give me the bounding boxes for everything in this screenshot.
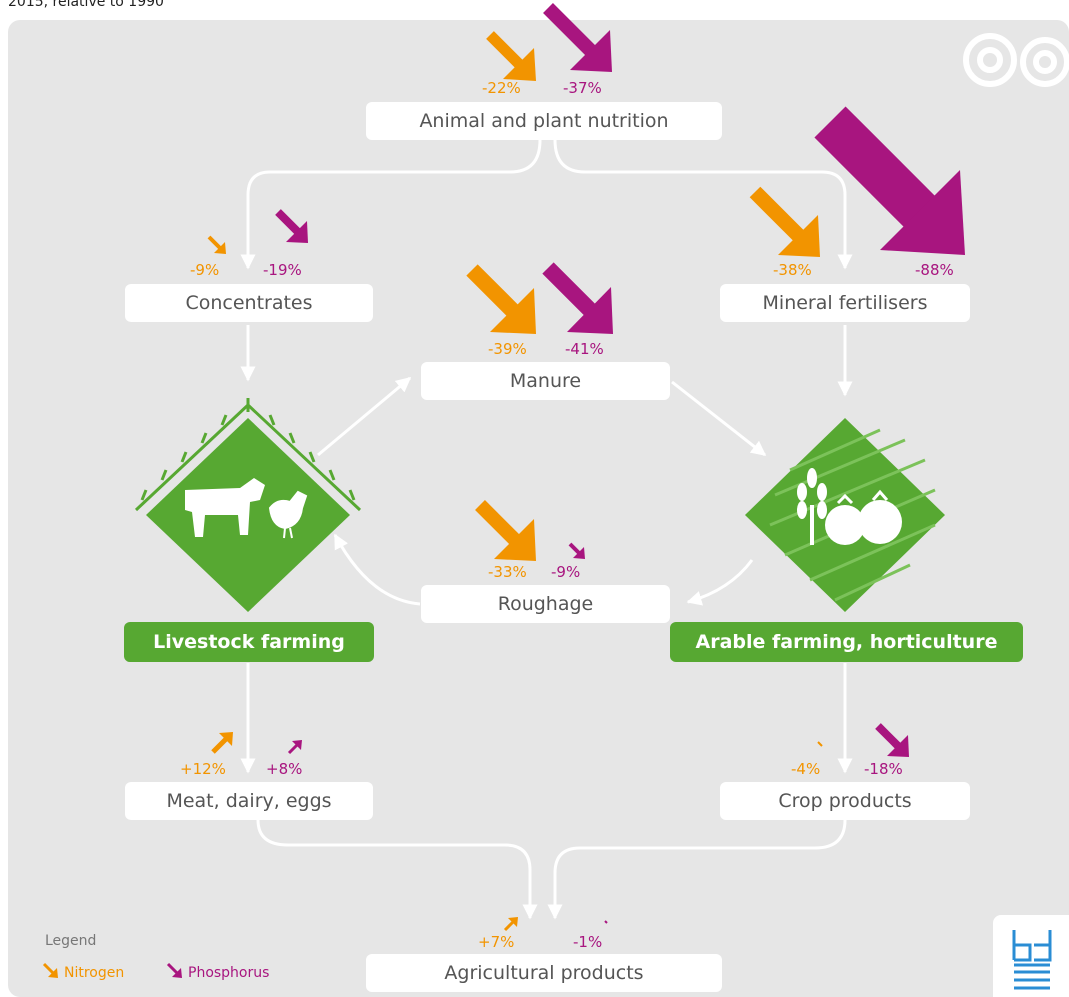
node-concentrates: Concentrates <box>125 284 373 322</box>
phosphorus-arrow-concentrates <box>275 209 308 243</box>
cbs-logo <box>1012 930 1052 990</box>
phosphorus-arrow-manure <box>542 262 613 334</box>
phosphorus-change-mineral: -88% <box>915 261 954 279</box>
nitrogen-change-meat: +12% <box>180 760 226 778</box>
nitrogen-change-concentrates: -9% <box>190 261 220 279</box>
nitrogen-change-agricultural: +7% <box>478 933 515 951</box>
phosphorus-arrow-roughage <box>568 542 585 559</box>
legend-nitrogen: Nitrogen <box>64 965 124 981</box>
subtitle: 2015, relative to 1990 <box>8 0 164 10</box>
phosphorus-change-crop: -18% <box>864 760 903 778</box>
nitrogen-arrow-crop <box>817 741 823 747</box>
node-animal-plant-nutrition: Animal and plant nutrition <box>366 102 722 140</box>
nitrogen-arrow-agricultural <box>503 917 518 932</box>
nitrogen-change-animal-plant: -22% <box>482 79 521 97</box>
phosphorus-arrow-meat <box>287 740 302 755</box>
nitrogen-change-manure: -39% <box>488 340 527 358</box>
legend-phosphorus-label: Phosphorus <box>188 965 270 981</box>
node-arable-farming: Arable farming, horticulture <box>670 622 1023 662</box>
legend-nitrogen-icon <box>42 962 58 978</box>
phosphorus-arrow-crop <box>875 723 909 757</box>
nitrogen-change-crop: -4% <box>791 760 821 778</box>
nitrogen-arrow-roughage <box>475 500 536 561</box>
node-crop-products: Crop products <box>720 782 970 820</box>
node-agricultural-products: Agricultural products <box>366 954 722 992</box>
livestock-icon <box>134 398 362 612</box>
node-livestock-farming: Livestock farming <box>124 622 374 662</box>
arable-icon <box>745 418 945 612</box>
nitrogen-arrow-meat <box>211 732 233 754</box>
phosphorus-change-roughage: -9% <box>551 563 581 581</box>
legend-phosphorus: Phosphorus <box>188 965 269 981</box>
legend-phosphorus-icon <box>166 962 182 978</box>
connector-lines <box>240 139 853 920</box>
phosphorus-change-meat: +8% <box>266 760 303 778</box>
phosphorus-arrow-agricultural <box>604 920 608 924</box>
node-mineral-fertilisers: Mineral fertilisers <box>720 284 970 322</box>
tractor-icon <box>963 2 1069 87</box>
legend-title: Legend <box>45 933 97 949</box>
nitrogen-change-mineral: -38% <box>773 261 812 279</box>
phosphorus-arrow-animal-plant <box>543 3 612 72</box>
phosphorus-change-animal-plant: -37% <box>563 79 602 97</box>
phosphorus-change-agricultural: -1% <box>573 933 603 951</box>
phosphorus-arrow-mineral <box>814 106 965 255</box>
node-roughage: Roughage <box>421 585 670 623</box>
nitrogen-arrow-animal-plant <box>486 31 536 81</box>
phosphorus-change-manure: -41% <box>565 340 604 358</box>
phosphorus-change-concentrates: -19% <box>263 261 302 279</box>
legend-nitrogen-label: Nitrogen <box>64 965 125 981</box>
node-meat-dairy-eggs: Meat, dairy, eggs <box>125 782 373 820</box>
nitrogen-change-roughage: -33% <box>488 563 527 581</box>
nitrogen-arrow-concentrates <box>207 235 226 254</box>
node-manure: Manure <box>421 362 670 400</box>
nitrogen-arrow-manure <box>466 264 536 334</box>
nitrogen-arrow-mineral <box>749 186 820 257</box>
